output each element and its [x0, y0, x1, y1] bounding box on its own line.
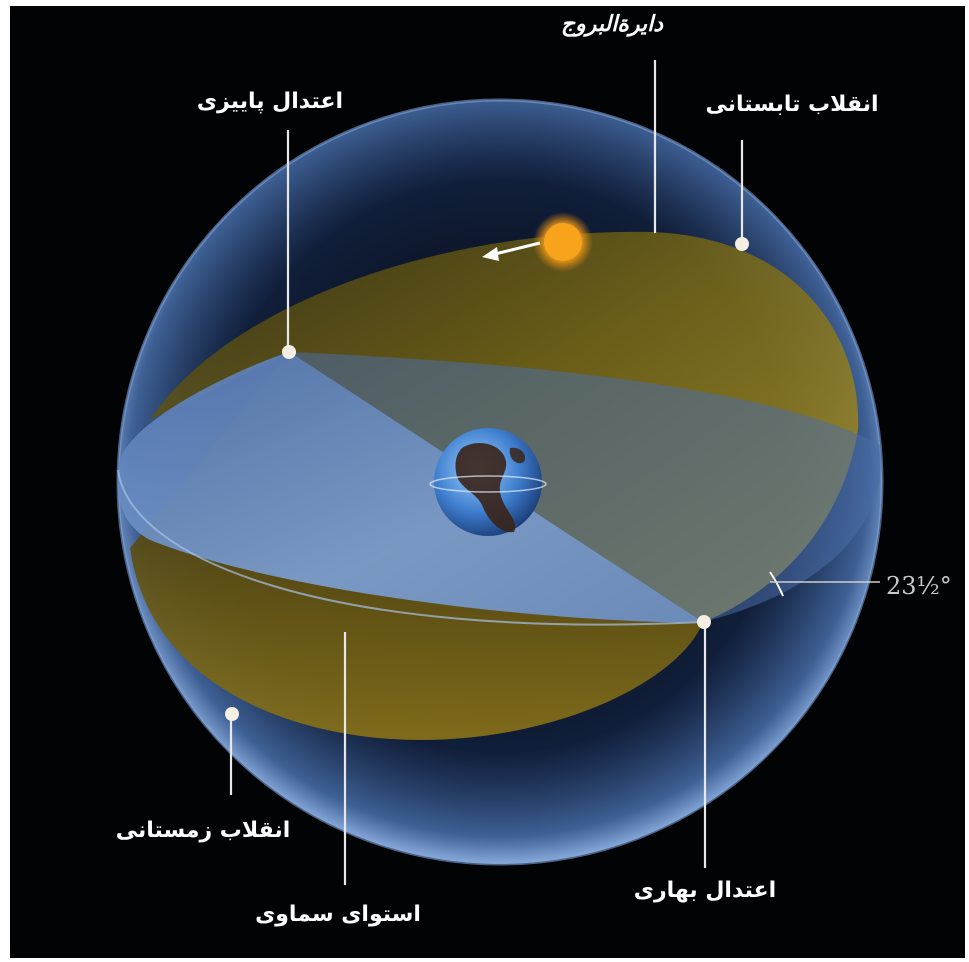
winter-solstice-label: انقلاب زمستانی	[116, 818, 291, 843]
equator-rim	[117, 469, 704, 626]
motion-arrow-icon	[482, 241, 541, 261]
autumnal-equinox-label: اعتدال پاییزی	[197, 89, 343, 114]
summer-solstice-point	[735, 237, 749, 251]
equator-plane-left	[117, 352, 704, 623]
celestial-equator-label: استوای سماوی	[255, 902, 421, 927]
ecliptic-label: دایرةالبروج	[561, 12, 664, 37]
equator-plane-right	[290, 352, 882, 622]
autumnal-equinox-point	[282, 345, 296, 359]
winter-solstice-point	[225, 707, 239, 721]
tilt-angle-marker	[769, 571, 880, 597]
vernal-equinox-label: اعتدال بهاری	[634, 878, 776, 903]
summer-solstice-label: انقلاب تابستانی	[705, 92, 878, 117]
earth-globe-icon	[429, 428, 547, 536]
sun-icon	[533, 212, 593, 272]
vernal-equinox-point	[697, 615, 711, 629]
tilt-angle-label: 23½°	[886, 572, 952, 600]
